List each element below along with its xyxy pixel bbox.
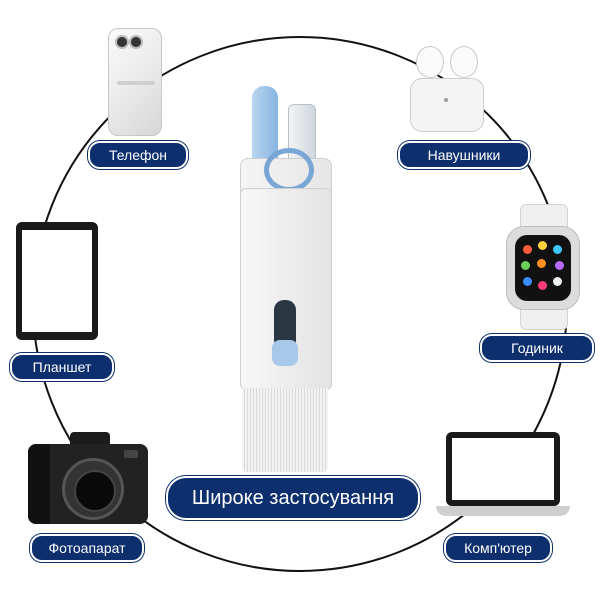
earbud-right — [450, 46, 478, 78]
camera-icon — [28, 432, 148, 524]
app-dot — [521, 261, 530, 270]
app-dot — [553, 245, 562, 254]
camera-grip — [28, 444, 50, 524]
laptop-base — [436, 506, 570, 516]
earbud-left — [416, 46, 444, 78]
app-dot — [555, 261, 564, 270]
label-earbuds: Навушники — [398, 141, 530, 169]
phone-camera-lens — [129, 35, 143, 49]
tablet-screen — [22, 230, 92, 332]
label-tablet: Планшет — [10, 353, 114, 381]
smartphone-icon — [108, 28, 162, 136]
laptop-icon — [436, 432, 570, 532]
slider-button — [272, 340, 298, 366]
laptop-screen — [452, 438, 554, 500]
label-phone: Телефон — [88, 141, 188, 169]
earbuds-case — [410, 78, 484, 132]
watch-screen — [515, 235, 571, 301]
smartwatch-icon — [500, 204, 586, 330]
phone-brand-mark — [117, 81, 155, 85]
app-dot — [537, 259, 546, 268]
app-dot — [538, 281, 547, 290]
label-camera: Фотоапарат — [30, 534, 144, 562]
slider-slot — [274, 300, 296, 350]
tool-loop — [264, 148, 314, 192]
camera-lens-glass — [74, 470, 116, 512]
label-watch: Годиник — [480, 334, 594, 362]
cleaning-kit-icon — [230, 78, 340, 472]
earbuds-icon — [404, 38, 488, 132]
watch-case — [506, 226, 580, 310]
app-dot — [523, 245, 532, 254]
case-indicator-light — [444, 98, 448, 102]
center-caption: Широке застосування — [166, 476, 420, 520]
camera-flash — [124, 450, 138, 458]
app-dot — [523, 277, 532, 286]
tablet-icon — [16, 222, 98, 340]
label-computer: Комп'ютер — [444, 534, 552, 562]
app-dot — [553, 277, 562, 286]
brush-bristles — [242, 388, 328, 472]
laptop-lid — [446, 432, 560, 506]
phone-camera-lens — [115, 35, 129, 49]
app-dot — [538, 241, 547, 250]
